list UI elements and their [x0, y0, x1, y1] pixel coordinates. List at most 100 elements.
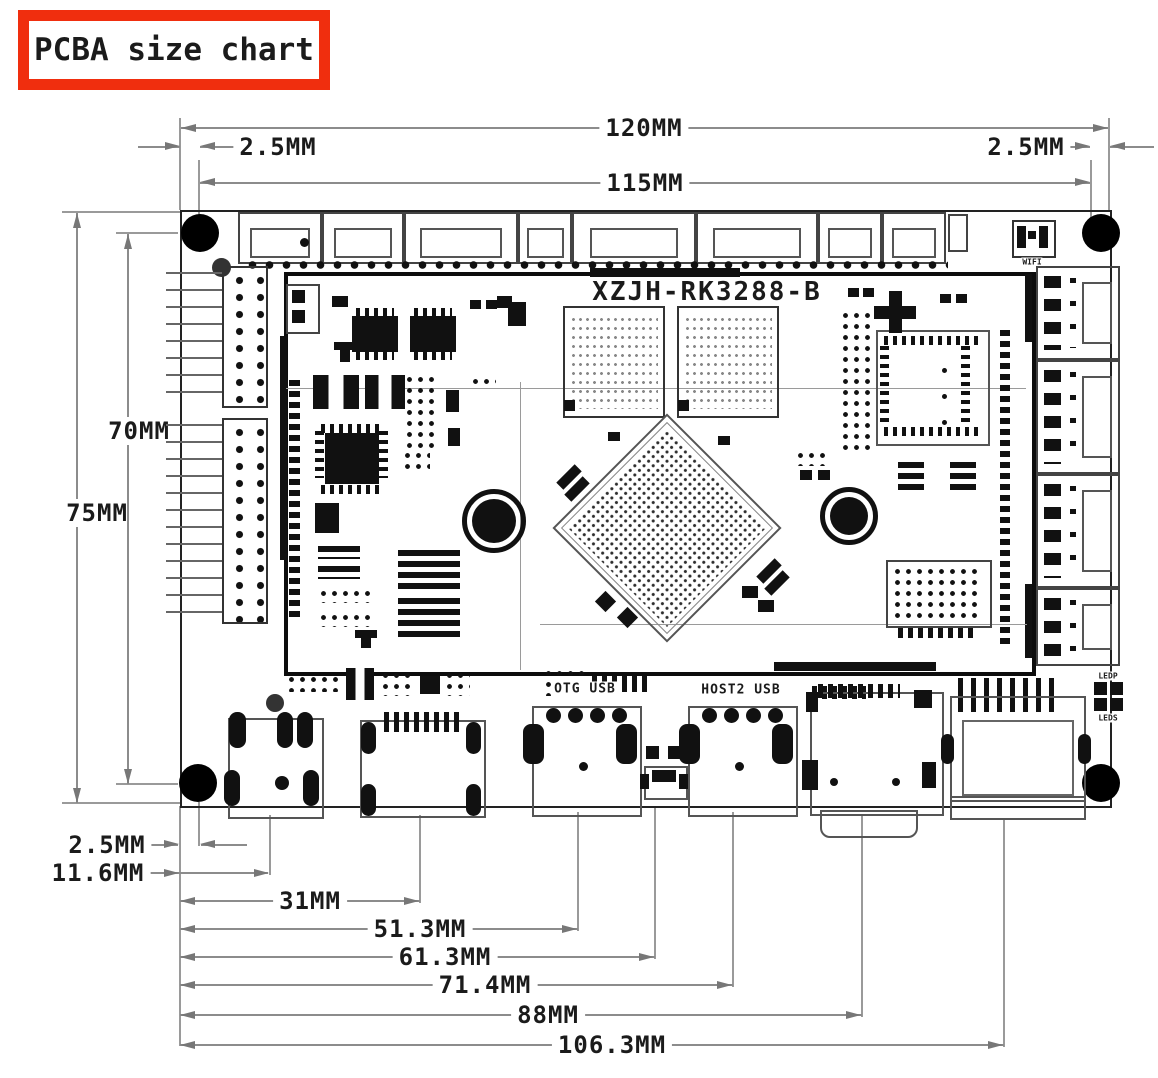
ddr-ball-grid	[684, 315, 772, 409]
lvds-pad	[361, 784, 376, 816]
qfp-chip	[325, 433, 379, 484]
dc-jack-pad	[277, 712, 293, 748]
dim-label-bottom-2: 31MM	[273, 887, 347, 915]
ddr-footprint	[677, 306, 779, 418]
dim-arrow	[180, 925, 195, 933]
pin-header	[222, 266, 268, 408]
dim-arrow	[180, 981, 195, 989]
dim-arrow	[165, 142, 180, 150]
dim-label-bottom-4: 61.3MM	[392, 943, 498, 971]
extension-line	[1090, 160, 1092, 233]
smd-component	[940, 294, 951, 303]
micro-usb-pad	[679, 774, 688, 789]
tantalum-cap	[313, 375, 359, 409]
dim-label-inner-width: 115MM	[600, 169, 690, 197]
dim-label-bottom-0: 2.5MM	[62, 831, 152, 859]
extension-line	[1003, 818, 1005, 1047]
rj45-pins	[958, 678, 1058, 712]
smd-component	[332, 296, 348, 307]
passive-array	[318, 566, 360, 579]
dim-label-left-offset: 2.5MM	[233, 133, 323, 161]
usb-shield-pad	[772, 724, 793, 764]
led-bottom-label: LEDS	[1097, 713, 1119, 723]
trace-line	[540, 624, 1027, 625]
connector-pads	[1044, 370, 1061, 464]
mounting-hole	[1082, 214, 1120, 252]
rj45-shield-pad	[1078, 734, 1091, 764]
dim-label-overall-height: 75MM	[60, 499, 134, 527]
mounting-hole	[181, 214, 219, 252]
usb-pin	[724, 708, 739, 723]
dim-arrow	[180, 897, 195, 905]
pin-header-leads	[166, 424, 222, 616]
dc-jack-pad	[297, 712, 313, 748]
connector-pads	[1044, 598, 1061, 656]
via-dot	[735, 762, 744, 771]
usb-pin	[702, 708, 717, 723]
dim-label-bottom-6: 88MM	[511, 1001, 585, 1029]
dim-arrow	[846, 1011, 861, 1019]
extension-line	[62, 802, 180, 804]
via-dot	[942, 420, 947, 425]
smd-component	[497, 296, 512, 308]
smd-component	[470, 300, 481, 309]
lvds-pad	[466, 722, 481, 754]
lvds-pad	[361, 722, 376, 754]
dim-label-bottom-3: 51.3MM	[367, 915, 473, 943]
extension-line	[1108, 118, 1110, 210]
module-tab	[590, 268, 740, 277]
pin1-mark	[678, 400, 689, 411]
ic-pins	[356, 308, 394, 316]
smd-component	[800, 470, 812, 480]
qfn-pads	[880, 346, 889, 422]
single-row-header	[289, 380, 300, 618]
usb-pin	[568, 708, 583, 723]
smd-component	[956, 294, 967, 303]
passive-array	[380, 670, 412, 696]
inductor	[398, 598, 460, 638]
smd-component	[446, 390, 459, 412]
rj45-body	[962, 720, 1074, 796]
via-dot	[942, 368, 947, 373]
dim-arrow	[404, 897, 419, 905]
wifi-chip	[1028, 231, 1036, 239]
via-hole	[266, 694, 284, 712]
usb-pin	[612, 708, 627, 723]
micro-usb-pad	[640, 774, 649, 789]
sd-anchor-pad	[806, 692, 818, 712]
qfn-pads	[884, 427, 978, 436]
connector-body	[1082, 490, 1112, 572]
top-connector	[948, 214, 968, 252]
via-dot	[579, 762, 588, 771]
pin-dot	[300, 238, 309, 247]
smd-component	[315, 503, 339, 533]
qfp-pins	[315, 431, 324, 478]
dim-arrow	[164, 840, 179, 848]
ic-pins	[414, 308, 452, 316]
smd-component	[818, 470, 830, 480]
usb-pin	[768, 708, 783, 723]
dim-line-70mm	[127, 234, 129, 784]
pin-header	[222, 418, 268, 624]
passive-array	[318, 546, 360, 559]
extension-line	[577, 812, 579, 931]
passive-array	[470, 376, 496, 390]
qfn-pads	[961, 346, 970, 422]
dim-label-bottom-7: 106.3MM	[551, 1031, 673, 1059]
extension-line	[419, 815, 421, 903]
ddr-footprint	[563, 306, 665, 418]
dim-arrow	[124, 234, 132, 249]
led-indicator	[1094, 682, 1107, 695]
dim-arrow	[73, 213, 81, 228]
connector-pads	[1044, 484, 1061, 578]
qfp-pins	[321, 424, 383, 433]
smd-component	[355, 630, 377, 638]
smd-component	[863, 288, 874, 297]
smd-component	[608, 432, 620, 441]
dim-arrow	[180, 953, 195, 961]
connector-body	[1082, 376, 1112, 458]
emmc-footprint	[886, 560, 992, 628]
connector-pins	[1070, 486, 1076, 576]
extension-line	[62, 211, 180, 213]
extension-line	[179, 118, 181, 210]
